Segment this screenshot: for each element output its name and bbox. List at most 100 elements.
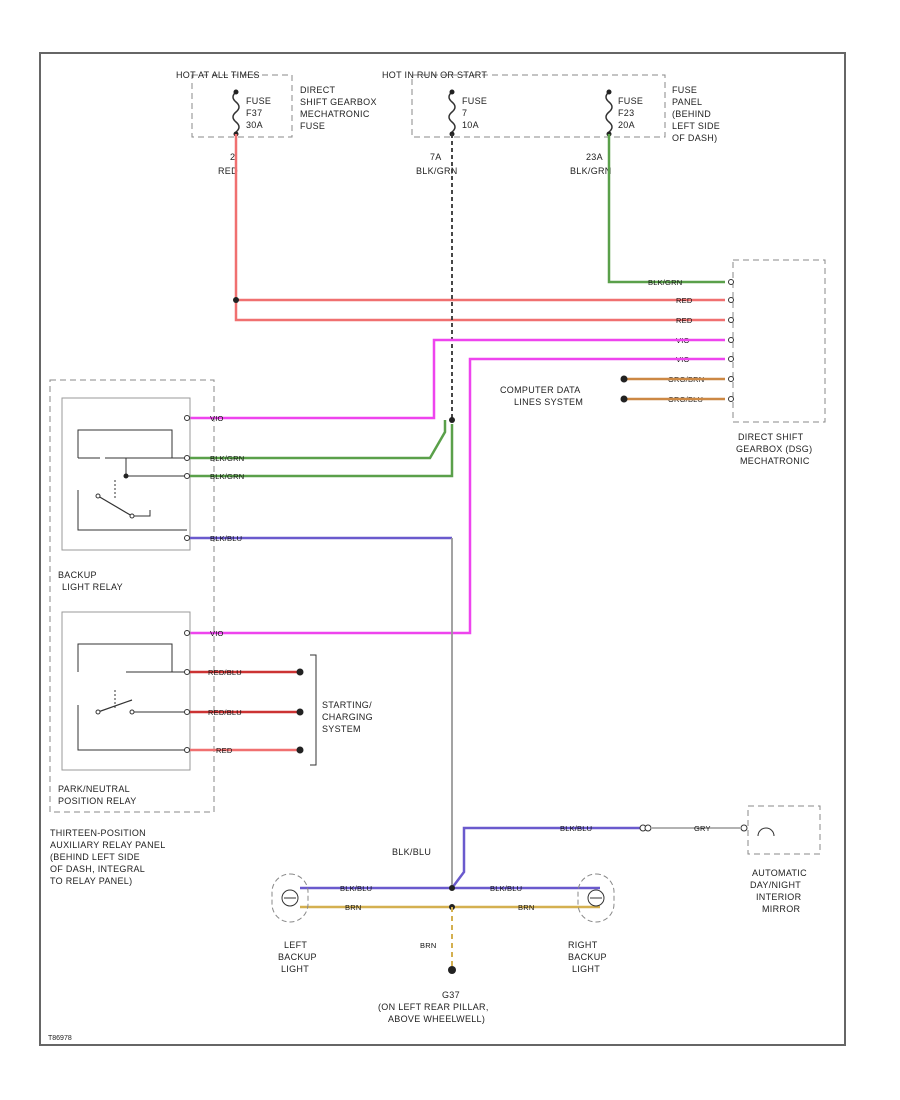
fuse-panel-desc-1: FUSE [672, 85, 697, 95]
blk-blu-vertical-label: BLK/BLU [392, 847, 431, 857]
diagram-border [39, 52, 846, 1046]
left-backup-label-1: LEFT [284, 940, 307, 950]
fuse-f37-label-2: F37 [246, 108, 262, 118]
pn-wire-red-blu-1-label: RED/BLU [208, 668, 242, 677]
right-backup-label-2: BACKUP [568, 952, 607, 962]
wire-blk-grn-relay-2 [190, 424, 454, 478]
fuse-f7-label-2: 7 [462, 108, 467, 118]
starting-system-bracket [310, 654, 317, 766]
rb-wire-blk-blu-label: BLK/BLU [490, 884, 522, 893]
fuse-f23-label-2: F23 [618, 108, 634, 118]
dsg-label-1: DIRECT SHIFT [738, 432, 804, 442]
fuse-box-left: HOT AT ALL TIMES FUSE F37 30A DIRECT SHI… [176, 70, 377, 138]
rb-wire-brn-label: BRN [518, 903, 534, 912]
ground-label-3: ABOVE WHEELWELL) [388, 1014, 485, 1024]
mirror-label-1: AUTOMATIC [752, 868, 807, 878]
computer-data-label-1: COMPUTER DATA [500, 385, 581, 395]
wire-7a-color: BLK/GRN [416, 166, 458, 176]
dsg-wire-red-2-label: RED [676, 316, 693, 325]
pn-relay-label-2: POSITION RELAY [58, 796, 137, 806]
dsg-pins [728, 279, 734, 402]
left-backup-label-2: BACKUP [278, 952, 317, 962]
mirror-wire-gry-label: GRY [694, 824, 711, 833]
mirror-label-2: DAY/NIGHT [750, 880, 801, 890]
aux-panel-label-3: (BEHIND LEFT SIDE [50, 852, 140, 862]
fuse-panel-desc-5: OF DASH) [672, 133, 717, 143]
br-wire-blk-grn-1-label: BLK/GRN [210, 454, 244, 463]
pn-wire-vio-label: VIO [210, 629, 224, 638]
wire-blk-grn-relay-1 [190, 420, 447, 460]
fuse-f23-label-1: FUSE [618, 96, 643, 106]
wire-vio-pn-relay [190, 357, 725, 635]
starting-label-1: STARTING/ [322, 700, 372, 710]
ground-label-1: G37 [442, 990, 460, 1000]
starting-label-2: CHARGING [322, 712, 373, 722]
dsg-label-3: MECHATRONIC [740, 456, 810, 466]
wire-blk-blu-mirror [451, 826, 640, 889]
fuse-f23-label-3: 20A [618, 120, 635, 130]
br-wire-blk-blu-label: BLK/BLU [210, 534, 242, 543]
wire-red-f37 [234, 134, 725, 322]
pn-wire-red-blu-2-label: RED/BLU [208, 708, 242, 717]
starting-label-3: SYSTEM [322, 724, 361, 734]
mirror-label-4: MIRROR [762, 904, 800, 914]
br-wire-vio-label: VIO [210, 414, 224, 423]
hot-in-run-start-label: HOT IN RUN OR START [382, 70, 487, 80]
fuse-f37-label-3: 30A [246, 120, 263, 130]
fuse-panel-desc-2: PANEL [672, 97, 702, 107]
dsg-mechatronic-connector [732, 259, 826, 423]
left-backup-light [271, 873, 309, 923]
auxiliary-relay-panel [49, 379, 215, 813]
fuse-f37-desc-1: DIRECT [300, 85, 336, 95]
aux-panel-label-5: TO RELAY PANEL) [50, 876, 132, 886]
wire-2-color: RED [218, 166, 238, 176]
fuse-panel-desc-3: (BEHIND [672, 109, 711, 119]
fuse-f37-desc-3: MECHATRONIC [300, 109, 370, 119]
left-backup-label-3: LIGHT [281, 964, 309, 974]
automatic-day-night-mirror [747, 805, 821, 855]
wire-vio-backup-relay [190, 338, 725, 420]
right-backup-light [577, 873, 615, 923]
mirror-wire-blk-blu-label: BLK/BLU [560, 824, 592, 833]
mirror-label-3: INTERIOR [756, 892, 802, 902]
aux-panel-label-1: THIRTEEN-POSITION [50, 828, 146, 838]
wire-23a-color: BLK/GRN [570, 166, 612, 176]
fuse-f37-desc-2: SHIFT GEARBOX [300, 97, 377, 107]
pn-wire-red-label: RED [216, 746, 233, 755]
aux-panel-label-4: OF DASH, INTEGRAL [50, 864, 145, 874]
fuse-f7-symbol [448, 91, 456, 133]
backup-relay-label-1: BACKUP [58, 570, 97, 580]
fuse-f23-symbol [605, 91, 613, 133]
backup-relay-label-2: LIGHT RELAY [62, 582, 123, 592]
dsg-label-2: GEARBOX (DSG) [736, 444, 812, 454]
fuse-panel-desc-4: LEFT SIDE [672, 121, 720, 131]
dsg-wire-blk-grn-label: BLK/GRN [648, 278, 682, 287]
computer-data-label-2: LINES SYSTEM [514, 397, 583, 407]
pn-relay-label-1: PARK/NEUTRAL [58, 784, 130, 794]
ground-wire-brn-label: BRN [420, 941, 436, 950]
fuse-box-right: HOT IN RUN OR START FUSE 7 10A FUSE F23 … [382, 70, 720, 143]
park-neutral-position-relay [61, 611, 191, 771]
dsg-wire-red-1-label: RED [676, 296, 693, 305]
backup-light-relay [61, 397, 191, 551]
aux-panel-label-2: AUXILIARY RELAY PANEL [50, 840, 166, 850]
hot-at-all-times-label: HOT AT ALL TIMES [176, 70, 260, 80]
right-backup-label-1: RIGHT [568, 940, 598, 950]
ground-label-2: (ON LEFT REAR PILLAR, [378, 1002, 489, 1012]
fuse-f37-desc-4: FUSE [300, 121, 325, 131]
fuse-f37-label-1: FUSE [246, 96, 271, 106]
wire-2-number: 2 [230, 152, 235, 162]
right-backup-label-3: LIGHT [572, 964, 600, 974]
wire-blk-grn-f23 [607, 134, 725, 284]
lb-wire-blk-blu-label: BLK/BLU [340, 884, 372, 893]
lb-wire-brn-label: BRN [345, 903, 361, 912]
fuse-f7-label-1: FUSE [462, 96, 487, 106]
fuse-f37-symbol [232, 91, 240, 133]
wire-7a-number: 7A [430, 152, 442, 162]
br-wire-blk-grn-2-label: BLK/GRN [210, 472, 244, 481]
wire-23a-number: 23A [586, 152, 603, 162]
ground-point [448, 966, 456, 974]
fuse-f7-label-3: 10A [462, 120, 479, 130]
diagram-code: T86978 [48, 1035, 72, 1042]
